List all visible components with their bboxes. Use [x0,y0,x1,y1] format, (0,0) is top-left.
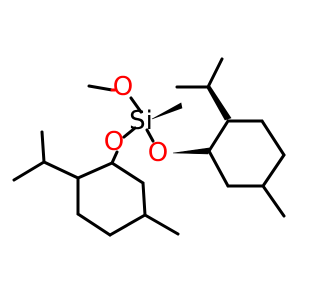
bond-left-c1-c2 [76,161,114,180]
bond-right-isopropyl-me2 [206,57,224,89]
bond-right-c5-methyl [261,184,286,218]
bond-methoxy-o-si [129,96,143,114]
hashed-bond-si-methyl [151,102,183,120]
bond-right-c1-c2 [207,119,230,153]
bond-left-c4-c5 [108,213,147,237]
bond-right-c3-c4 [260,119,286,157]
bond-left-c2-isopropyl [42,160,80,180]
bond-left-c5-methyl [143,213,180,236]
atom-label-oxygen-left: O [104,127,124,157]
bond-methyl-methoxy-o [87,84,114,92]
bond-left-c3-c4 [76,212,112,237]
bond-si-o-left [122,126,137,139]
bond-left-c6-c1 [110,161,145,185]
chemical-structure: O Si O O [12,57,286,237]
atom-label-silicon: Si [129,106,153,136]
atom-label-oxygen-methoxy: O [113,72,133,102]
bond-right-c4-c5 [261,153,286,188]
atom-label-oxygen-right: O [148,138,168,168]
bond-right-c6-c1 [207,149,230,188]
bond-left-c5-c6 [141,181,147,217]
wedge-bond-o-right-c1 [172,147,210,155]
bond-o-left-c1 [110,150,119,165]
bond-left-isopropyl-me2 [40,130,46,164]
bond-left-isopropyl-me1 [12,160,46,182]
bond-si-o-right [145,128,155,143]
wedge-bond-c2-isopropyl [206,85,232,121]
